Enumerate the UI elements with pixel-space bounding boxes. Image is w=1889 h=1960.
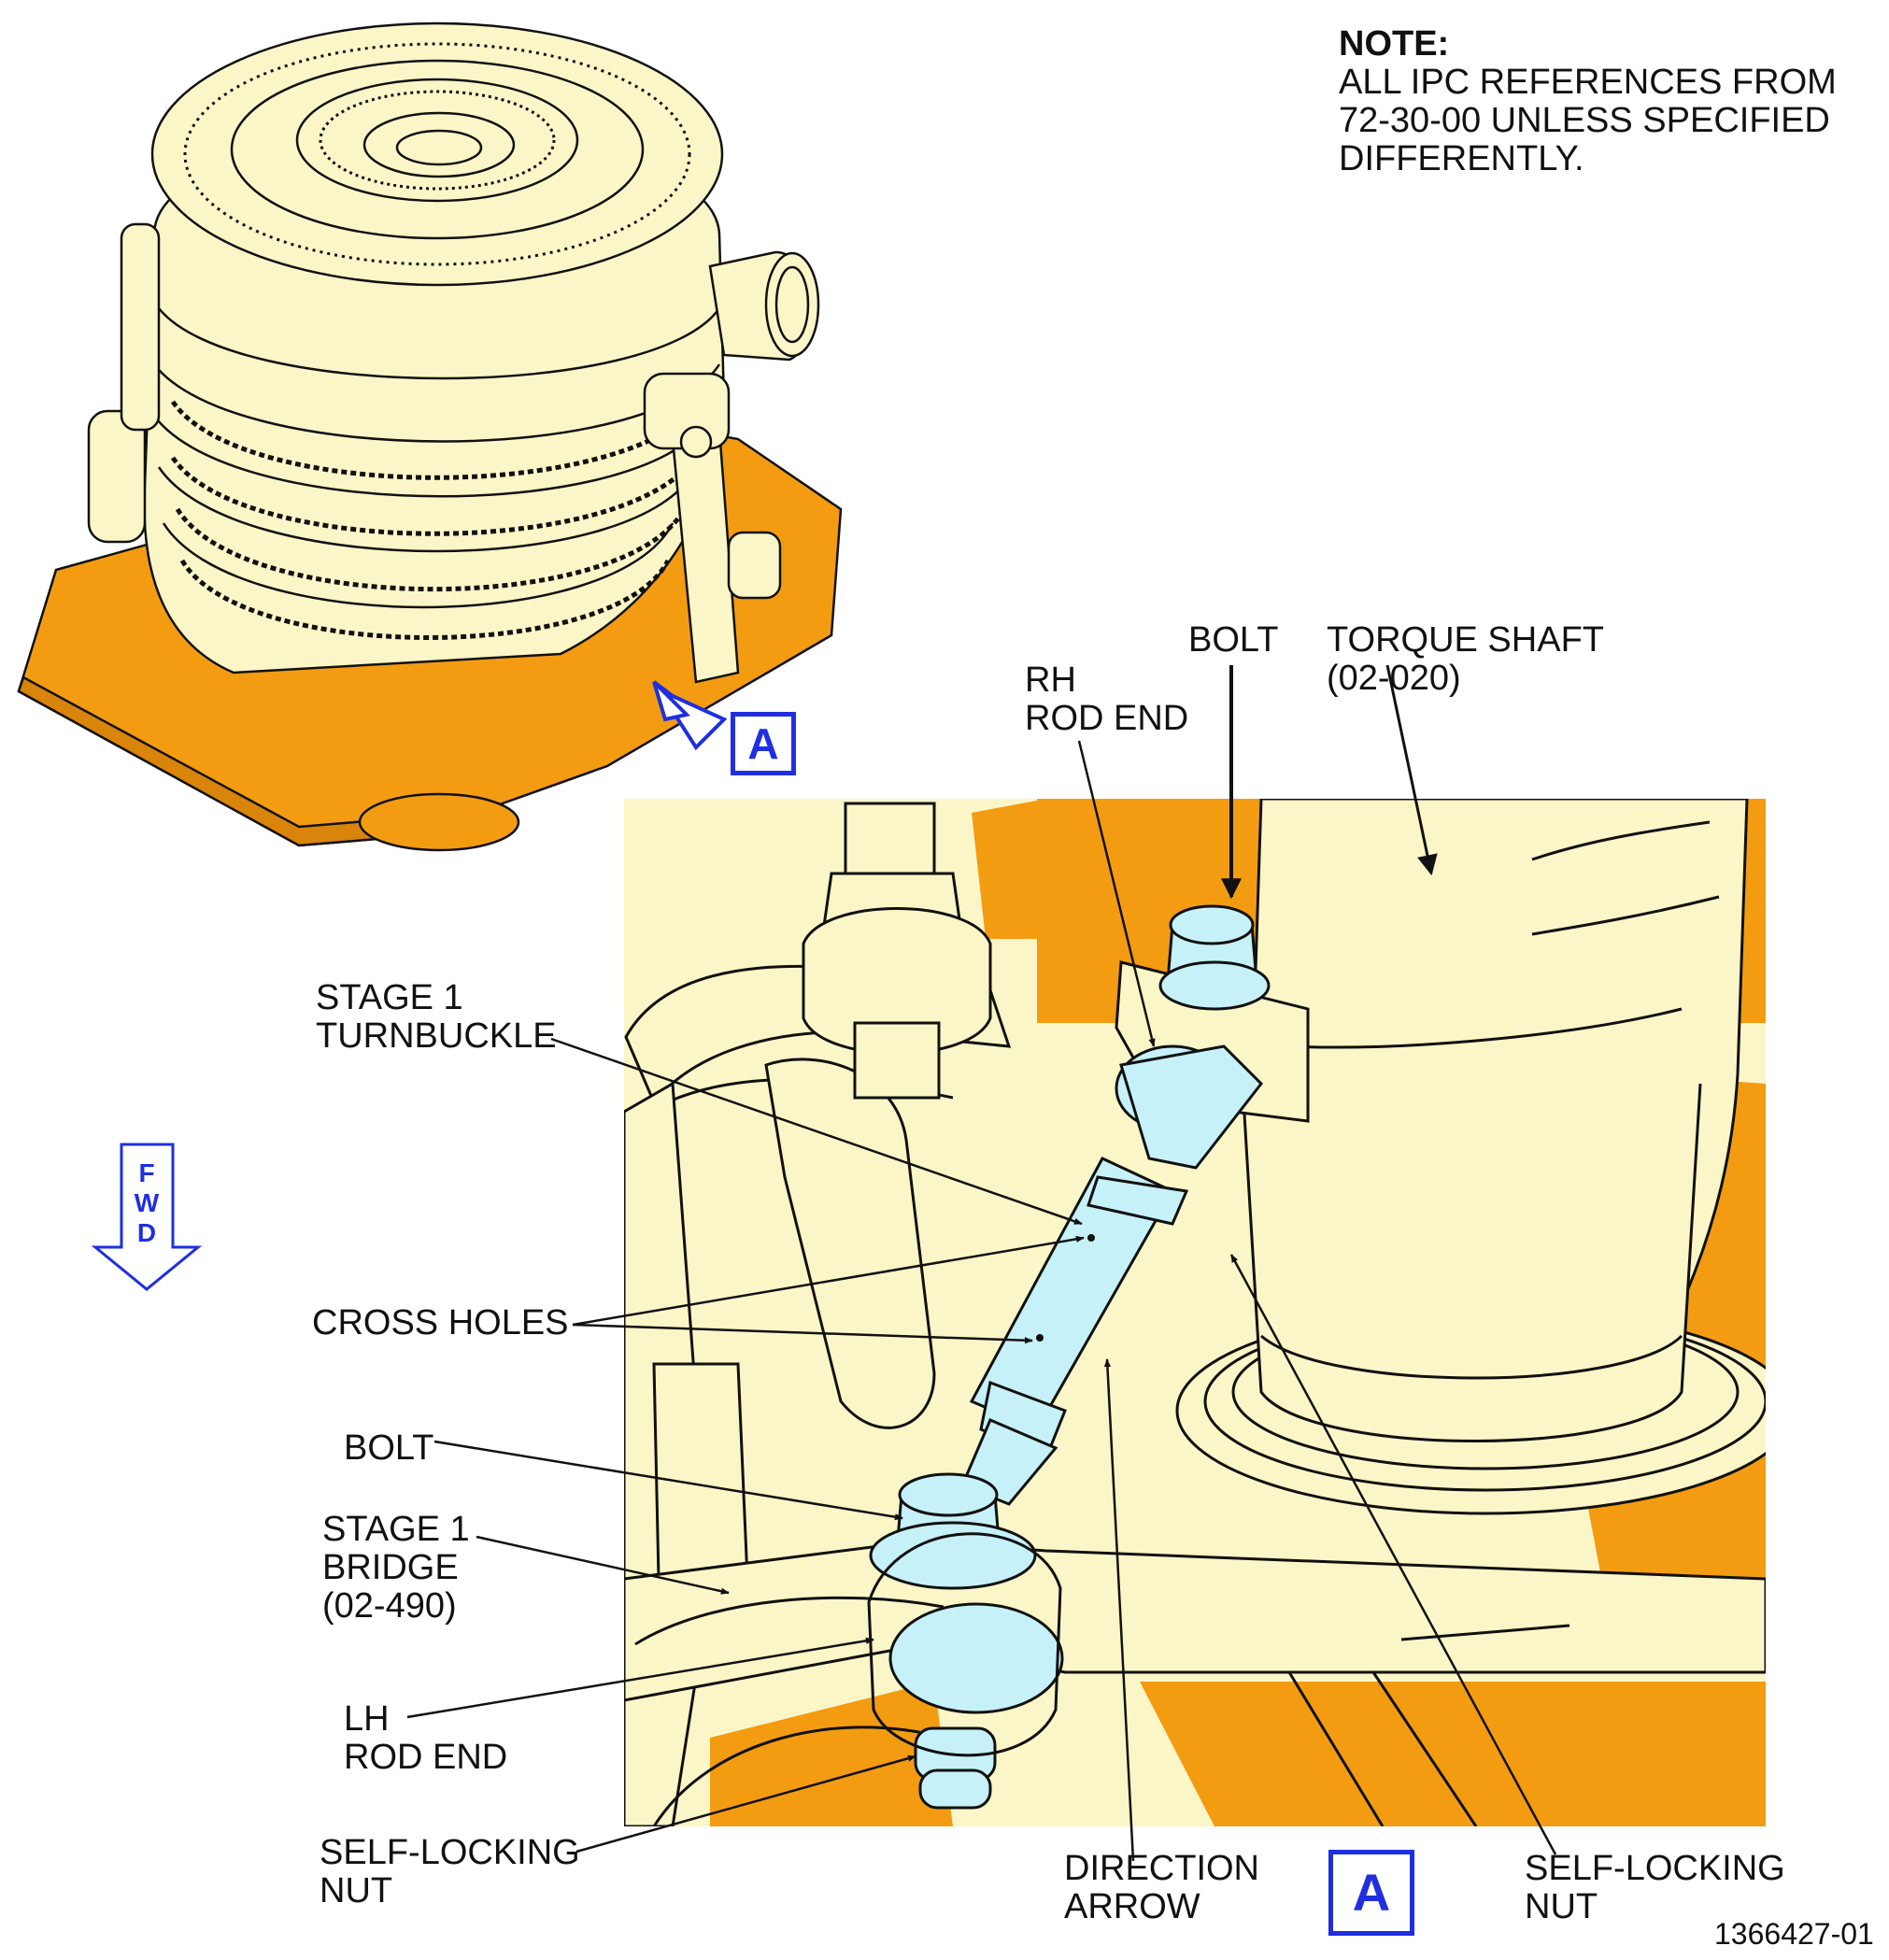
note-line-1: ALL IPC REFERENCES FROM: [1339, 63, 1837, 102]
label-bolt-lower: BOLT: [344, 1428, 434, 1468]
label-bolt-top: BOLT: [1188, 620, 1279, 660]
label-self-locking-nut-left-2: NUT: [320, 1871, 393, 1910]
label-rh-rod-end-1: RH: [1025, 660, 1076, 700]
view-a-box-overview: A: [731, 712, 796, 775]
fwd-letter-d: D: [136, 1218, 157, 1247]
fwd-letter-f: F: [138, 1158, 155, 1187]
label-torque-shaft-1: TORQUE SHAFT: [1327, 620, 1604, 660]
fwd-letter-w: W: [134, 1188, 160, 1217]
label-stage1-bridge-3: (02-490): [322, 1586, 457, 1626]
label-lh-rod-end-2: ROD END: [344, 1738, 508, 1777]
label-stage1-turnbuckle-2: TURNBUCKLE: [316, 1016, 557, 1056]
label-direction-arrow-1: DIRECTION: [1064, 1849, 1259, 1888]
label-direction-arrow-2: ARROW: [1064, 1887, 1200, 1926]
fwd-arrow: [91, 1143, 203, 1291]
engine-body: [87, 21, 820, 684]
label-self-locking-nut-right-1: SELF-LOCKING: [1525, 1849, 1785, 1888]
label-rh-rod-end-2: ROD END: [1025, 699, 1189, 738]
note-line-2: 72-30-00 UNLESS SPECIFIED: [1339, 101, 1830, 140]
label-stage1-bridge-2: BRIDGE: [322, 1548, 459, 1587]
turnbuckle-assembly: [869, 904, 1271, 1810]
label-cross-holes: CROSS HOLES: [312, 1303, 569, 1342]
label-torque-shaft-2: (02-020): [1327, 659, 1461, 698]
label-stage1-bridge-1: STAGE 1: [322, 1510, 470, 1549]
label-stage1-turnbuckle-1: STAGE 1: [316, 978, 463, 1017]
label-self-locking-nut-right-2: NUT: [1525, 1887, 1598, 1926]
figure-number: 1366427-01: [1714, 1917, 1874, 1951]
detail-view-a: [624, 799, 1766, 1826]
leader-lines: [406, 664, 1557, 1862]
engine-overview: [17, 21, 843, 852]
label-self-locking-nut-left-1: SELF-LOCKING: [320, 1833, 580, 1872]
note-line-3: DIFFERENTLY.: [1339, 139, 1584, 178]
view-a-box-detail: A: [1328, 1850, 1414, 1936]
label-lh-rod-end-1: LH: [344, 1699, 390, 1739]
note-heading: NOTE:: [1339, 24, 1450, 64]
